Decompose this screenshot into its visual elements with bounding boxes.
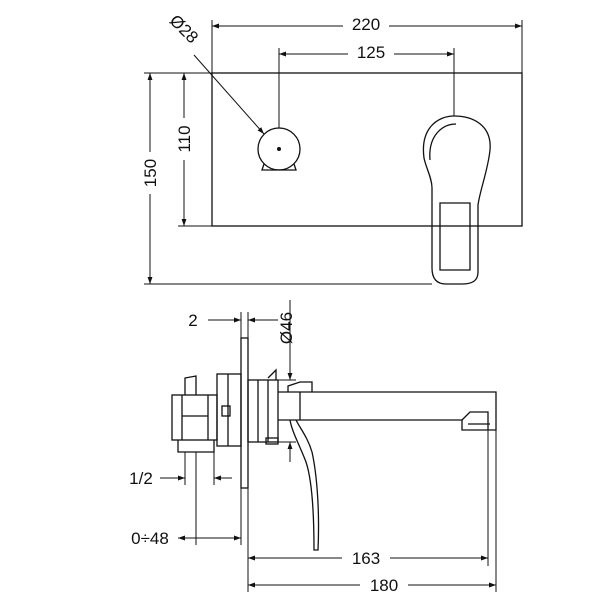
dim-label-d28: Ø28 [166, 11, 202, 47]
dim-label-220: 220 [352, 15, 380, 34]
handle-knob [257, 127, 301, 171]
dim-label-150: 150 [141, 159, 160, 187]
dim-label-180: 180 [370, 576, 398, 595]
dim-overall-height: 150 [141, 72, 432, 285]
wall-plate-outline [211, 72, 523, 227]
dim-plate-gap: 2 [188, 311, 278, 338]
dim-label-110: 110 [175, 125, 194, 152]
dim-inlet-thread: 1/2 [129, 452, 232, 488]
dim-overall-width: 220 [211, 14, 523, 73]
lever-side [289, 419, 320, 551]
dim-label-125: 125 [357, 43, 385, 62]
wall-plate-side [240, 337, 249, 489]
cartridge-housing [247, 368, 279, 445]
dim-plate-height: 110 [175, 72, 212, 227]
dim-label-0-48: 0÷48 [131, 529, 169, 548]
side-view: 2 Ø46 1/2 0÷48 [129, 300, 497, 595]
valve-body [171, 373, 242, 453]
front-view: 220 125 Ø28 150 110 [141, 11, 523, 285]
dim-spout-offset: 125 [278, 42, 455, 128]
dim-label-163: 163 [352, 549, 380, 568]
dim-overall-length: 180 [248, 430, 497, 595]
spout-side [278, 381, 497, 431]
dim-label-half-inch: 1/2 [129, 469, 153, 488]
dim-wall-depth-range: 0÷48 [131, 452, 242, 548]
dim-label-2: 2 [188, 311, 197, 330]
spout-front [422, 115, 491, 285]
dim-label-d46: Ø46 [277, 312, 296, 344]
dim-flange-diameter: Ø46 [277, 300, 296, 462]
dim-spout-reach: 163 [247, 430, 489, 592]
